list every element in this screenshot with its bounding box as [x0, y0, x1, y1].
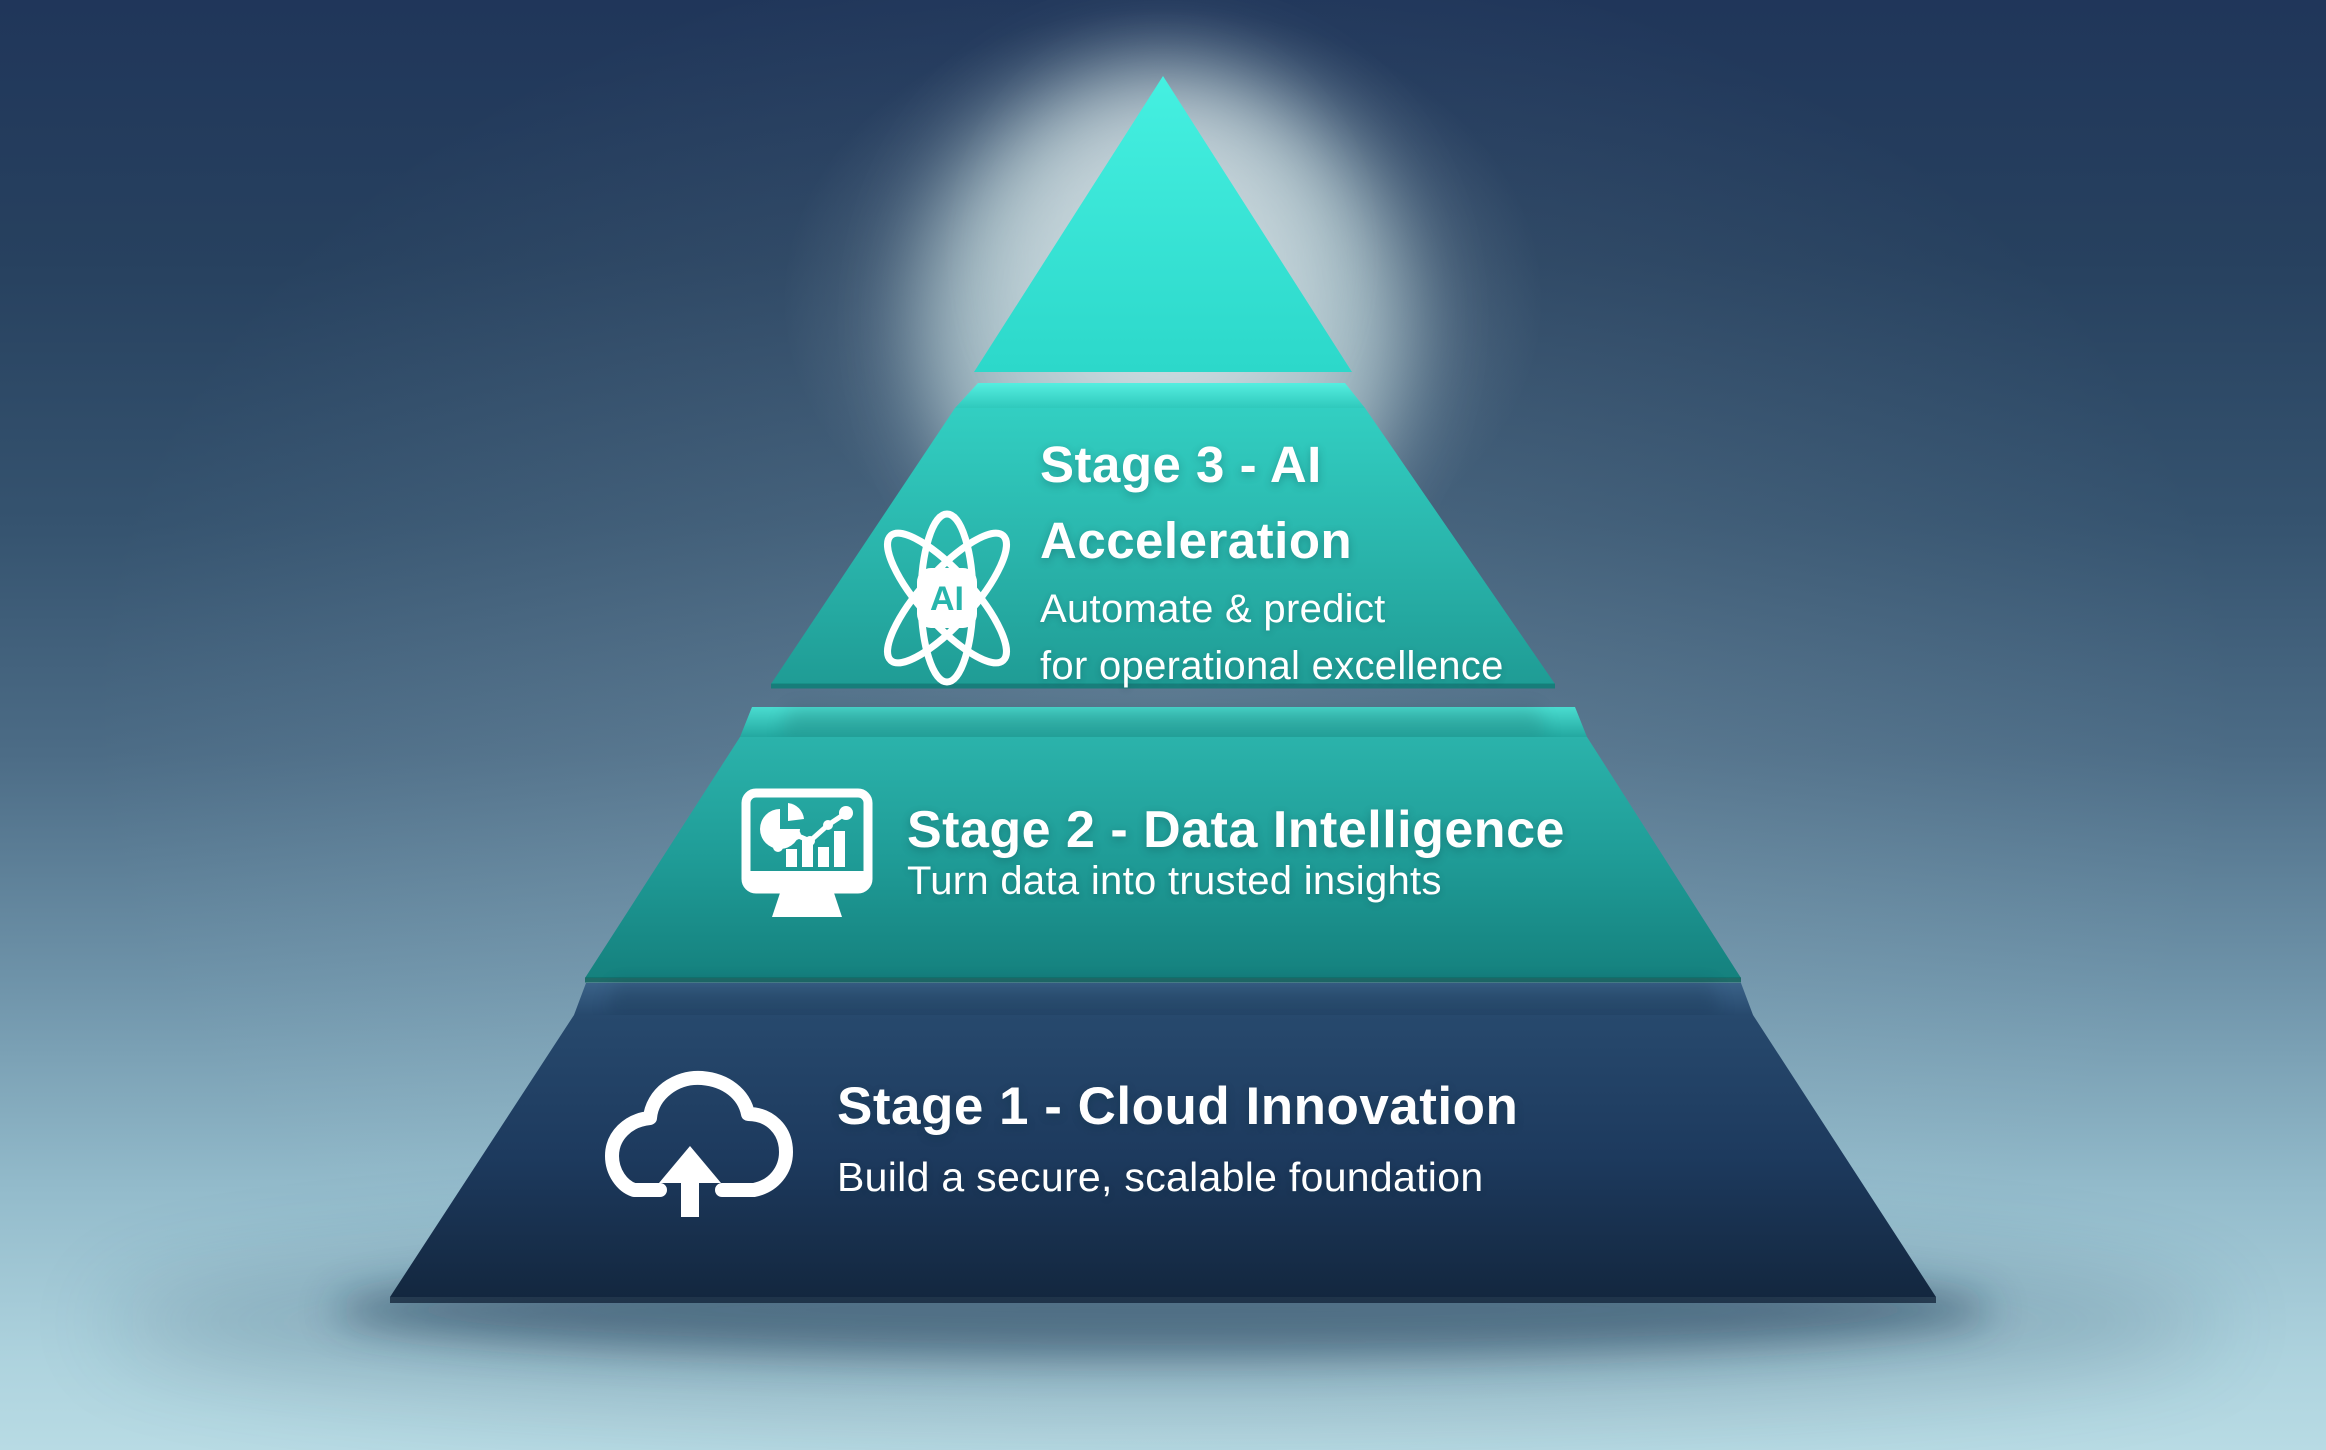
stage-1-subtitle-line-1: Build a secure, scalable foundation [837, 1154, 1484, 1200]
trend-dot-4 [823, 820, 833, 830]
pyramid-apex [974, 76, 1352, 372]
pie-slice-glyph [788, 803, 804, 821]
stage-2-subtitle: Turn data into trusted insights [907, 855, 1442, 907]
bar-2 [802, 839, 813, 867]
stage-1-layer [390, 983, 1936, 1303]
analytics-monitor-icon [741, 788, 873, 917]
ai-badge-label: AI [930, 580, 964, 618]
upload-arrow-head [659, 1146, 721, 1183]
trend-dot-2 [791, 830, 801, 840]
stage-2-face [585, 737, 1741, 978]
cloud-outline [605, 1070, 793, 1197]
stage-3-subtitle-line-1: Automate & predict [1040, 587, 1386, 631]
stage-1-title-line-1: Stage 1 - Cloud Innovation [837, 1077, 1519, 1136]
stage-2-cast-shadow [779, 707, 1549, 737]
stage-3-title: Stage 3 - AI Acceleration [1040, 427, 1352, 579]
stage-3-subtitle-line-2: for operational excellence [1040, 644, 1504, 688]
stage-1-subtitle: Build a secure, scalable foundation [837, 1150, 1483, 1204]
stage-2-subtitle-line-1: Turn data into trusted insights [907, 859, 1442, 903]
stage-1-title: Stage 1 - Cloud Innovation [837, 1076, 1518, 1138]
cloud-upload-icon [605, 1070, 793, 1217]
upload-arrow-tail [681, 1179, 699, 1217]
stage-3-title-line-1: Stage 3 - AI [1040, 436, 1322, 493]
stage-2-title-line-1: Stage 2 - Data Intelligence [907, 801, 1565, 859]
monitor-stand [772, 893, 842, 917]
stage-1-face [390, 1015, 1936, 1297]
bar-3 [818, 847, 829, 867]
stage-3-title-line-2: Acceleration [1040, 512, 1353, 569]
stage-3-top-bevel [955, 383, 1365, 408]
trend-dot-1 [773, 842, 783, 852]
bar-4 [834, 831, 845, 867]
trend-dot-3 [805, 836, 815, 846]
ai-atom-icon: AI [884, 510, 1010, 686]
stage-3-subtitle: Automate & predict for operational excel… [1040, 581, 1504, 695]
apex-face [974, 76, 1352, 372]
monitor-frame [741, 788, 873, 894]
monitor-bezel [748, 871, 866, 888]
trend-dot-5 [839, 806, 853, 820]
stage-1-cast-shadow [605, 983, 1722, 1015]
atom-core-badge [917, 568, 977, 628]
bar-1 [786, 849, 797, 867]
stage-2-layer [585, 707, 1741, 983]
stage-2-title: Stage 2 - Data Intelligence [907, 799, 1565, 861]
